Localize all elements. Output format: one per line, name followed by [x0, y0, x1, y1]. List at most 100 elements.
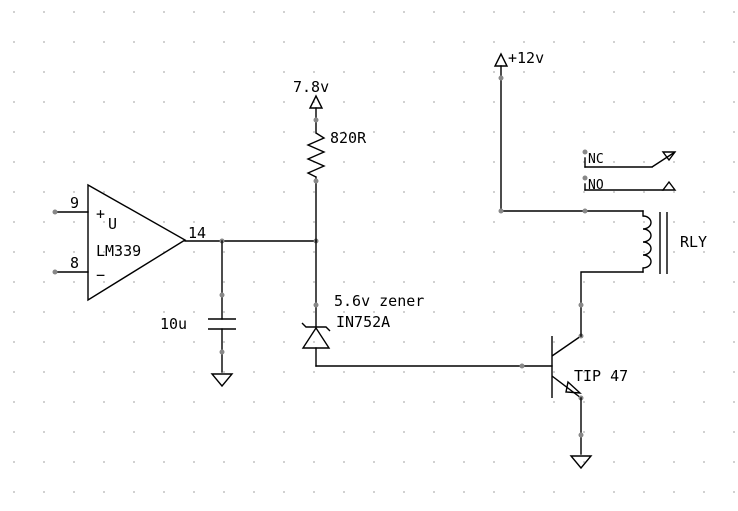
grid-dot: [703, 371, 705, 373]
grid-dot: [253, 401, 255, 403]
grid-dot: [223, 461, 225, 463]
grid-dot: [283, 311, 285, 313]
grid-dot: [13, 431, 15, 433]
grid-dot: [733, 71, 735, 73]
opamp-plus-label: +: [96, 205, 105, 223]
grid-dot: [313, 401, 315, 403]
grid-dot: [13, 191, 15, 193]
grid-dot: [523, 161, 525, 163]
grid-dot: [553, 431, 555, 433]
grid-dot: [13, 281, 15, 283]
grid-dot: [463, 131, 465, 133]
grid-dot: [73, 341, 75, 343]
grid-dot: [163, 191, 165, 193]
grid-dot: [73, 11, 75, 13]
grid-dot: [223, 41, 225, 43]
grid-dot: [73, 221, 75, 223]
grid-dot: [583, 461, 585, 463]
grid-dot: [703, 251, 705, 253]
grid-dot: [553, 71, 555, 73]
grid-dot: [253, 11, 255, 13]
grid-dot: [703, 341, 705, 343]
grid-dot: [343, 41, 345, 43]
grid-dot: [73, 101, 75, 103]
grid-dot: [283, 281, 285, 283]
grid-dot: [613, 191, 615, 193]
grid-dot: [493, 161, 495, 163]
grid-dot: [193, 431, 195, 433]
opamp-name-label: LM339: [96, 242, 141, 260]
grid-dot: [283, 11, 285, 13]
grid-dot: [583, 311, 585, 313]
grid-dot: [193, 491, 195, 493]
grid-dot: [253, 341, 255, 343]
grid-dot: [523, 341, 525, 343]
grid-dot: [463, 431, 465, 433]
grid-dot: [373, 191, 375, 193]
grid-dot: [613, 41, 615, 43]
grid-dot: [523, 71, 525, 73]
grid-dot: [253, 431, 255, 433]
grid-dot: [283, 491, 285, 493]
grid-dot: [613, 491, 615, 493]
grid-dot: [673, 71, 675, 73]
grid-dot: [283, 131, 285, 133]
grid-dot: [523, 221, 525, 223]
grid-dot: [343, 131, 345, 133]
grid-dot: [373, 161, 375, 163]
grid-dot: [103, 41, 105, 43]
grid-dot: [523, 41, 525, 43]
grid-dot: [433, 251, 435, 253]
grid-dot: [433, 221, 435, 223]
grid-dot: [223, 221, 225, 223]
grid-dot: [403, 371, 405, 373]
grid-dot: [643, 281, 645, 283]
grid-dot: [493, 251, 495, 253]
grid-dot: [583, 251, 585, 253]
grid-dot: [193, 461, 195, 463]
grid-dot: [103, 11, 105, 13]
grid-dot: [433, 491, 435, 493]
grid-dot: [223, 71, 225, 73]
grid-dot: [523, 11, 525, 13]
grid-dot: [403, 281, 405, 283]
grid-dot: [103, 251, 105, 253]
grid-dot: [733, 131, 735, 133]
grid-dot: [343, 281, 345, 283]
grid-dot: [313, 71, 315, 73]
grid-dot: [433, 101, 435, 103]
grid-dot: [163, 11, 165, 13]
grid-dot: [493, 311, 495, 313]
grid-dot: [433, 311, 435, 313]
grid-dot: [703, 401, 705, 403]
grid-dot: [733, 401, 735, 403]
grid-dot: [643, 221, 645, 223]
grid-dot: [553, 311, 555, 313]
grid-dot: [13, 11, 15, 13]
grid-dot: [343, 161, 345, 163]
grid-dot: [253, 221, 255, 223]
grid-dot: [103, 371, 105, 373]
grid-dot: [133, 311, 135, 313]
relay-rly: RLY NC NO: [582, 149, 707, 274]
grid-dot: [553, 11, 555, 13]
resistor-820r: 820R: [306, 129, 367, 242]
grid-dot: [193, 401, 195, 403]
grid-dot: [703, 431, 705, 433]
grid-dot: [103, 341, 105, 343]
grid-dot: [703, 71, 705, 73]
grid-dot: [553, 101, 555, 103]
grid-dot: [13, 41, 15, 43]
grid-dot: [643, 431, 645, 433]
grid-dot: [73, 251, 75, 253]
grid-dot: [523, 131, 525, 133]
grid-dot: [223, 191, 225, 193]
grid-dot: [643, 401, 645, 403]
grid-dot: [493, 281, 495, 283]
grid-dot: [253, 71, 255, 73]
capacitor-label: 10u: [160, 315, 187, 333]
grid-dot: [313, 311, 315, 313]
grid-dot: [403, 161, 405, 163]
grid-dot: [733, 281, 735, 283]
